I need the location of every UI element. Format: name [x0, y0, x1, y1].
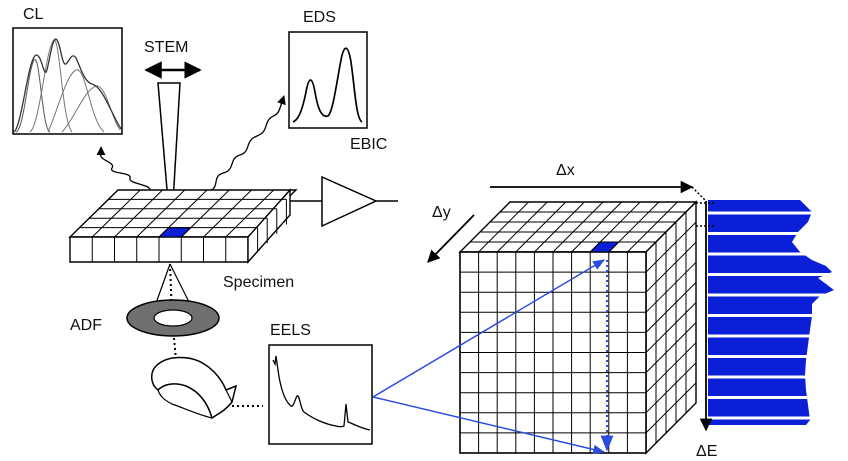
cube-side-grid-line [645, 342, 697, 394]
dy-label: Δy [432, 204, 451, 221]
cl-label: CL [23, 6, 44, 23]
cube-side-grid-line [645, 382, 697, 434]
eels-to-cube-arrow-top [372, 259, 606, 398]
cube-top-grid-line [571, 201, 622, 253]
adf-detector-ring [126, 299, 220, 337]
cube-side-grid-line [645, 221, 697, 273]
adf-label: ADF [70, 317, 102, 334]
eels-spectrum-box [268, 344, 373, 445]
specimen-grid-line [158, 189, 208, 238]
cube-top-grid-line [534, 201, 585, 253]
cube-top-grid-line [608, 201, 660, 253]
specimen-grid-line [225, 189, 275, 238]
eds-curve [292, 47, 363, 123]
cl-peak-curve-3 [47, 69, 105, 133]
cube-top-grid-line [627, 201, 678, 253]
eels-spectrometer [151, 356, 238, 420]
cube-side-grid-line [645, 322, 697, 373]
dx-label: Δx [556, 162, 575, 179]
cl-spectrum-box [12, 27, 123, 135]
ebic-label: EBIC [350, 136, 388, 153]
spectrum-profile [708, 200, 836, 425]
specimen-grid-line [180, 189, 230, 238]
eels-to-cube-arrow-bottom [372, 396, 606, 455]
cube-top-grid-line [552, 201, 604, 253]
cube-side-grid-line [645, 241, 697, 293]
specimen-grid-line [114, 189, 163, 238]
eels-curve [272, 355, 371, 431]
cube-top-grid-line [515, 201, 567, 253]
electron-probe [157, 82, 181, 238]
specimen-grid-line [91, 189, 141, 238]
specimen-side-face [247, 188, 291, 264]
specimen-label: Specimen [223, 274, 295, 291]
eds-wavy-arrow [199, 95, 286, 201]
cube-top-grid-line [478, 201, 529, 253]
specimen-grid-line [203, 189, 252, 238]
eels-label: EELS [270, 322, 311, 339]
specimen-grid-line [136, 189, 186, 238]
cl-peak-curve-1 [15, 59, 51, 133]
cube-top-grid-line [589, 201, 641, 253]
cube-side-grid-line [645, 362, 697, 414]
eds-spectrum-box [288, 31, 368, 129]
spectrum-image-data-cube [458, 200, 698, 455]
dy-axis-arrow [427, 214, 475, 263]
cube-side-grid-line [645, 282, 697, 333]
eds-label: EDS [303, 9, 336, 26]
ebic-amplifier [288, 175, 398, 228]
beam-to-eels-dots [173, 337, 177, 361]
cube-side-grid-line [645, 261, 697, 313]
cube-top-grid-line [496, 201, 548, 253]
de-label: ΔE [696, 443, 718, 460]
cl-total-curve [13, 38, 123, 133]
specimen-grid [68, 188, 298, 264]
stem-label: STEM [144, 39, 189, 56]
cl-wavy-arrow [96, 146, 151, 191]
cube-side-grid-line [645, 302, 697, 353]
dx-axis-dotted [691, 186, 707, 202]
